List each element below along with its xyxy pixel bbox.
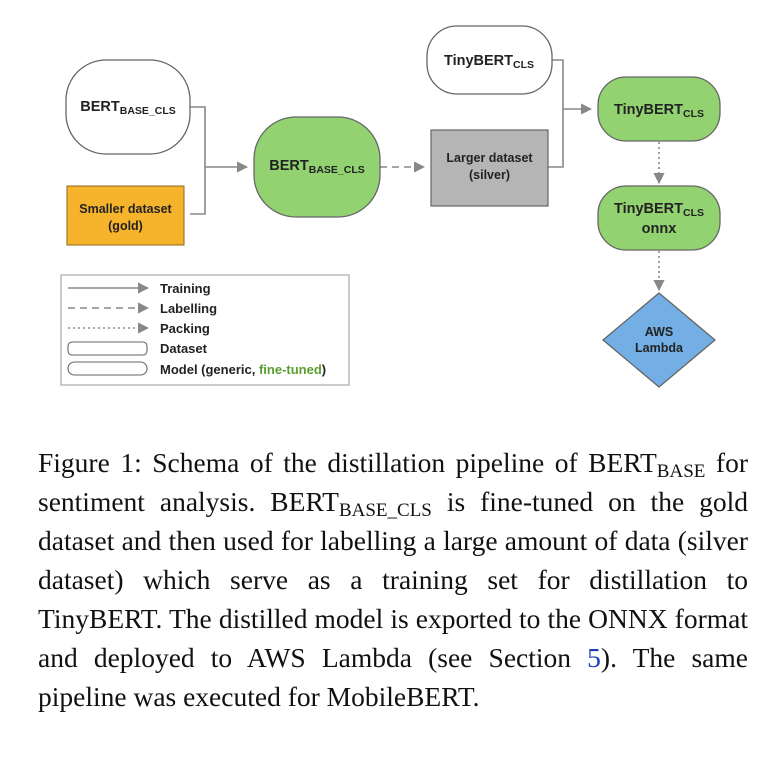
training-arrow-larger-dataset	[548, 103, 593, 168]
caption-sub-1: BASE	[656, 461, 706, 482]
smaller-dataset-node: Smaller dataset (gold)	[66, 185, 185, 246]
figure-caption: Figure 1: Schema of the distillation pip…	[38, 443, 748, 716]
tinybert-dataset-label: TinyBERT	[444, 53, 513, 69]
caption-part-3: is fine-tuned on the gold dataset and th…	[38, 486, 748, 673]
tinybert-dataset-sub: CLS	[513, 59, 534, 71]
svg-text:BERTBASE_CLS: BERTBASE_CLS	[80, 99, 176, 117]
legend-model-shape	[67, 361, 148, 376]
bert-base-cls-dataset-node: BERTBASE_CLS	[65, 59, 191, 155]
svg-text:TinyBERTCLS: TinyBERTCLS	[614, 102, 704, 120]
pipeline-diagram: BERTBASE_CLS Smaller dataset (gold) BERT…	[60, 25, 721, 388]
caption-part-4: ). The same pipeline was executed for Mo…	[38, 642, 748, 712]
svg-text:Model (generic, fine-tuned): Model (generic, fine-tuned)	[160, 362, 326, 377]
tinybert-cls-dataset-node: TinyBERTCLS	[426, 25, 553, 95]
caption-part-2: for sentiment analysis. BERT	[38, 447, 748, 517]
smaller-dataset-line2: (gold)	[108, 219, 143, 233]
larger-dataset-line1: Larger dataset	[446, 151, 533, 165]
caption-part-1: Figure 1: Schema of the distillation pip…	[38, 447, 657, 478]
larger-dataset-line2: (silver)	[469, 168, 510, 182]
svg-text:TinyBERTCLS: TinyBERTCLS	[444, 53, 534, 71]
aws-lambda-line2: Lambda	[635, 341, 684, 355]
legend-model-prefix: Model (generic,	[160, 362, 259, 377]
svg-text:TinyBERTCLS: TinyBERTCLS	[614, 201, 704, 219]
training-arrow-tinybert-dataset	[552, 59, 564, 109]
aws-lambda-node: AWS Lambda	[601, 292, 717, 388]
bert-base-cls-model-node: BERTBASE_CLS	[253, 116, 381, 218]
tinybert-onnx-label: TinyBERT	[614, 201, 683, 217]
tinybert-cls-model-node: TinyBERTCLS	[597, 76, 721, 142]
legend-labelling-label: Labelling	[160, 301, 217, 316]
tinybert-model-sub: CLS	[683, 108, 704, 120]
legend: Training Labelling Packing Dataset Model…	[60, 274, 350, 386]
connectors	[190, 59, 665, 292]
legend-training-label: Training	[160, 281, 211, 296]
svg-text:BERTBASE_CLS: BERTBASE_CLS	[269, 158, 365, 176]
tinybert-onnx-sub: CLS	[683, 207, 704, 219]
bert-model-sub: BASE_CLS	[309, 164, 365, 176]
bert-dataset-sub: BASE_CLS	[120, 105, 176, 117]
section-reference-link[interactable]: 5	[587, 642, 601, 673]
legend-model-suffix: )	[322, 362, 326, 377]
aws-lambda-line1: AWS	[645, 325, 673, 339]
caption-sub-2: BASE_CLS	[338, 500, 432, 521]
tinybert-onnx-line2: onnx	[642, 221, 677, 237]
legend-model-fine-tuned: fine-tuned	[259, 362, 322, 377]
bert-dataset-label: BERT	[80, 99, 120, 115]
legend-dataset-shape	[67, 341, 148, 356]
larger-dataset-node: Larger dataset (silver)	[430, 129, 549, 207]
legend-dataset-label: Dataset	[160, 341, 208, 356]
tinybert-model-label: TinyBERT	[614, 102, 683, 118]
smaller-dataset-line1: Smaller dataset	[79, 202, 172, 216]
training-arrow-smaller-dataset	[190, 167, 206, 215]
legend-packing-label: Packing	[160, 321, 210, 336]
bert-model-label: BERT	[269, 158, 309, 174]
tinybert-cls-onnx-node: TinyBERTCLS onnx	[597, 185, 721, 251]
training-arrow-bert-dataset	[190, 106, 249, 173]
